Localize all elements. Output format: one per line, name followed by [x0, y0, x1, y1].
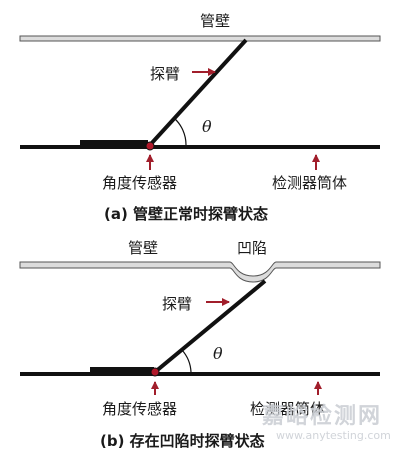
- dent-label-b: 凹陷: [237, 239, 268, 257]
- wall-label-a: 管壁: [200, 12, 231, 30]
- pipe-wall-b: [19, 261, 381, 283]
- detector-body-b: [20, 372, 380, 376]
- angle-label-b: θ: [213, 344, 223, 363]
- pivot-b: [150, 367, 160, 377]
- pivot-a: [145, 141, 155, 151]
- sensor-block-a: [80, 140, 148, 148]
- body-label-a: 检测器筒体: [272, 174, 348, 192]
- probe-arm-a: [148, 38, 248, 147]
- body-label-b: 检测器筒体: [250, 400, 326, 418]
- watermark-url: www.anytesting.com: [276, 429, 391, 442]
- probe-arm-b: [153, 279, 267, 374]
- sensor-label-a: 角度传感器: [102, 174, 178, 192]
- pipe-wall-a: [19, 35, 381, 42]
- wall-label-b: 管壁: [128, 239, 159, 257]
- caption-a: (a) 管壁正常时探臂状态: [104, 205, 269, 223]
- arm-label-b: 探臂: [162, 295, 193, 313]
- detector-body-a: [20, 145, 380, 149]
- sensor-block-b: [90, 367, 154, 375]
- angle-arc-b: [181, 349, 192, 373]
- arm-label-a: 探臂: [150, 65, 181, 83]
- caption-b: (b) 存在凹陷时探臂状态: [100, 432, 265, 450]
- sensor-label-b: 角度传感器: [102, 400, 178, 418]
- watermark-text: 嘉峪检测网: [262, 404, 383, 429]
- angle-label-a: θ: [202, 117, 212, 136]
- angle-arc-a: [173, 117, 187, 146]
